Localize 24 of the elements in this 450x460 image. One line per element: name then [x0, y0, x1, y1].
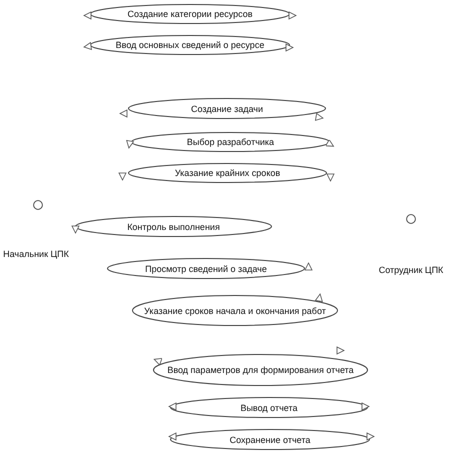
actor-label: Начальник ЦПК [3, 249, 69, 259]
use-case-label: Ввод основных сведений о ресурсе [116, 40, 264, 50]
use-case-label: Вывод отчета [240, 402, 298, 412]
use-case-ellipse [128, 163, 327, 183]
use-case-label: Создание задачи [191, 104, 263, 114]
use-case-label: Указание крайних сроков [174, 168, 280, 178]
use-case-label: Контроль выполнения [127, 222, 220, 232]
use-case-ellipse [131, 132, 330, 152]
use-case-ellipse [153, 354, 368, 386]
use-case-ellipse [75, 216, 272, 237]
use-case-label: Создание категории ресурсов [128, 9, 252, 19]
use-case-label: Просмотр сведений о задаче [145, 264, 267, 274]
use-case-label: Ввод параметров для формирования отчета [167, 365, 354, 375]
use-case-ellipse [132, 295, 338, 326]
actor-label: Сотрудник ЦПК [378, 265, 444, 275]
use-case-label: Выбор разработчика [186, 137, 274, 147]
use-case-ellipse [170, 397, 368, 418]
use-case-label: Сохранение отчета [230, 434, 310, 444]
use-case-ellipse [90, 4, 290, 24]
use-case-label: Указание сроков начала и окончания работ [144, 306, 326, 316]
use-case-ellipse [90, 35, 290, 55]
use-case-ellipse [107, 258, 305, 279]
use-case-ellipse [170, 429, 370, 450]
use-case-ellipse [128, 98, 326, 119]
